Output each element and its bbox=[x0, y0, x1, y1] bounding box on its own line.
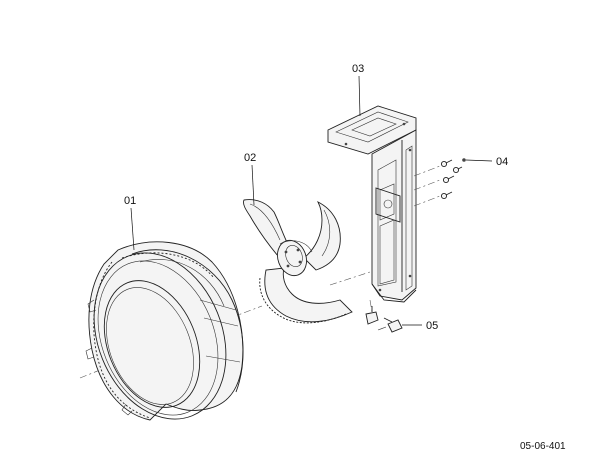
leader-03 bbox=[358, 75, 361, 117]
leader-04 bbox=[465, 159, 493, 162]
callout-05: 05 bbox=[426, 320, 438, 332]
part-03-motor-bracket bbox=[327, 105, 417, 303]
leader-01 bbox=[130, 207, 135, 251]
part-02-fan-blade bbox=[243, 199, 353, 324]
part-01-fan-shroud bbox=[85, 241, 244, 421]
callout-02: 02 bbox=[244, 152, 256, 164]
part-04-screws bbox=[413, 158, 466, 207]
leader-02 bbox=[251, 164, 255, 206]
callout-03: 03 bbox=[352, 63, 364, 75]
callout-04: 04 bbox=[496, 156, 508, 168]
callout-01: 01 bbox=[124, 195, 136, 207]
part-05-bolts bbox=[365, 299, 403, 333]
drawing-reference: 05-06-401 bbox=[520, 441, 566, 452]
